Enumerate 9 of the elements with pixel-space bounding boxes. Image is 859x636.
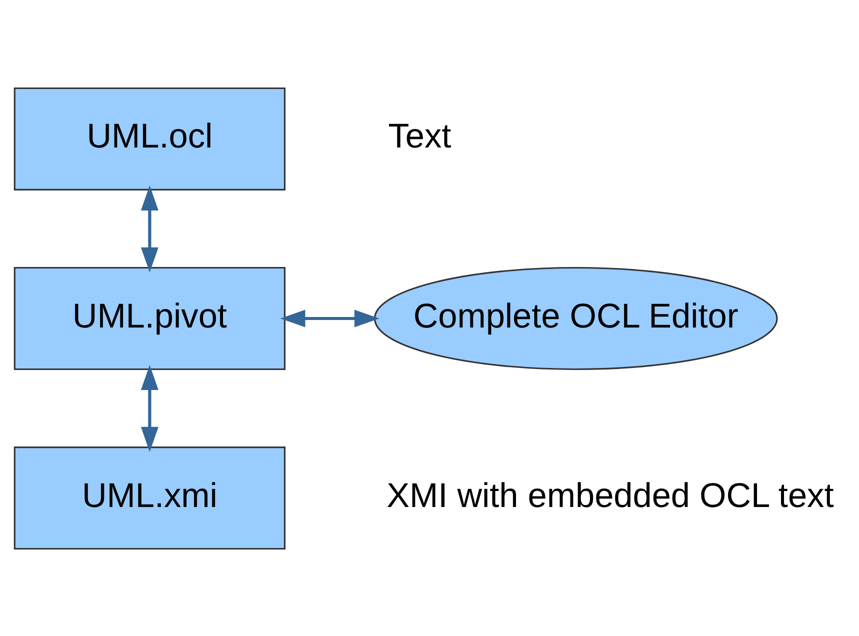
arrow — [140, 364, 158, 452]
label: Text — [388, 117, 452, 156]
node-box: UML.xmi — [14, 446, 286, 550]
node-box: UML.ocl — [14, 86, 286, 190]
arrow — [280, 309, 380, 327]
label: XMI with embedded OCL text — [386, 476, 834, 514]
node-box: UML.pivot — [14, 266, 286, 370]
arrow — [140, 184, 158, 272]
node-ellipse: Complete OCL Editor — [374, 266, 778, 370]
